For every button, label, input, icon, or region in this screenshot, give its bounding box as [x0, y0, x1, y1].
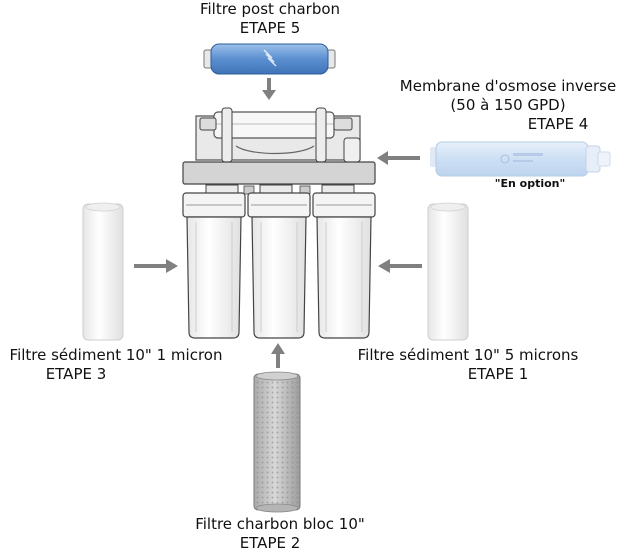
- post-carbon-filter-icon: [203, 43, 336, 75]
- arrow-right-icon: [134, 259, 178, 273]
- stage-capacity: (50 à 150 GPD): [450, 96, 566, 114]
- stage-name: Filtre sédiment 10" 1 micron: [9, 346, 223, 364]
- stage-step: ETAPE 1: [467, 365, 529, 383]
- carbon-block-filter-icon: [253, 371, 301, 513]
- ro-membrane-icon: [430, 141, 611, 177]
- arrow-up-icon: [271, 343, 285, 368]
- label-etape4: Membrane d'osmose inverse (50 à 150 GPD)…: [394, 77, 622, 134]
- label-etape1: Filtre sédiment 10" 5 microns ETAPE 1: [344, 346, 592, 384]
- option-note: "En option": [494, 177, 566, 190]
- label-etape5: Filtre post charbon ETAPE 5: [185, 0, 355, 38]
- stage-name: Filtre charbon bloc 10": [195, 515, 365, 533]
- stage-step: ETAPE 5: [239, 19, 301, 37]
- filter-housing-1: [182, 192, 246, 339]
- stage-name: Filtre sédiment 10" 5 microns: [357, 346, 579, 364]
- filter-housing-2: [247, 192, 311, 339]
- ro-system-unit: [182, 107, 376, 196]
- label-etape3: Filtre sédiment 10" 1 micron ETAPE 3: [0, 346, 232, 384]
- stage-name: Membrane d'osmose inverse: [399, 77, 617, 95]
- sediment-filter-right-icon: [427, 202, 469, 341]
- filter-housing-3: [312, 192, 376, 339]
- sediment-filter-left-icon: [82, 202, 124, 341]
- label-etape2: Filtre charbon bloc 10" ETAPE 2: [180, 515, 380, 553]
- stage-step: ETAPE 3: [45, 365, 107, 383]
- stage-step: ETAPE 4: [527, 115, 589, 133]
- arrow-left-icon: [377, 151, 420, 165]
- arrow-left-icon: [378, 259, 422, 273]
- stage-name: Filtre post charbon: [199, 0, 341, 18]
- stage-step: ETAPE 2: [239, 534, 301, 552]
- arrow-down-icon: [262, 78, 276, 100]
